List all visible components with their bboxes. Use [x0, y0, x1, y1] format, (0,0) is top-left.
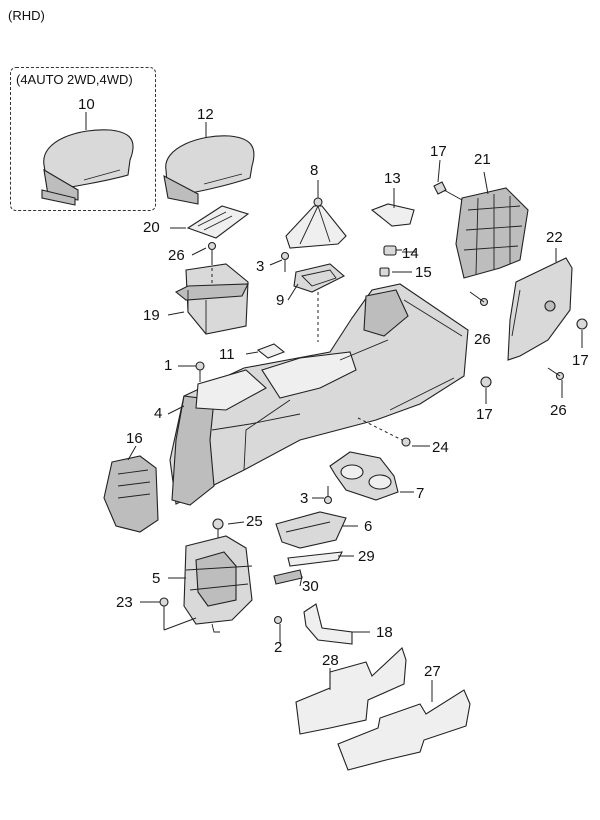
part-label-24: 24: [432, 439, 449, 456]
part-label-26-left: 26: [168, 247, 185, 264]
part-label-22: 22: [546, 229, 563, 246]
part-7-cup-holder-shape: [329, 451, 399, 501]
part-label-30: 30: [302, 578, 319, 595]
part-3-screw-lower-shape: [323, 486, 333, 505]
part-15-clip-shape: [379, 267, 390, 277]
callout-box-label: (4AUTO 2WD,4WD): [16, 72, 133, 87]
part-label-6: 6: [364, 518, 373, 535]
part-label-25: 25: [246, 513, 263, 530]
part-label-14: 14: [402, 245, 419, 262]
part-4-console-body-shape: [169, 283, 469, 506]
header-variant: (RHD): [8, 8, 45, 23]
part-18-bracket-shape: [303, 603, 353, 645]
part-26-screw-mid-shape: [469, 291, 489, 307]
part-label-3-upper: 3: [256, 258, 265, 275]
part-label-20: 20: [143, 219, 160, 236]
part-label-17-top: 17: [430, 143, 447, 160]
part-29-strip-shape: [287, 551, 343, 567]
part-label-28: 28: [322, 652, 339, 669]
part-label-5: 5: [152, 570, 161, 587]
part-label-29: 29: [358, 548, 375, 565]
part-label-17-lower: 17: [476, 406, 493, 423]
part-label-18: 18: [376, 624, 393, 641]
part-label-9: 9: [276, 292, 285, 309]
part-label-21: 21: [474, 151, 491, 168]
part-26-screw-right-shape: [547, 367, 565, 381]
auto-variant-box: [10, 67, 156, 211]
part-label-4: 4: [154, 405, 163, 422]
part-9-ring-shape: [293, 263, 345, 293]
part-17-clip-lower-shape: [480, 376, 492, 388]
part-label-1: 1: [164, 357, 173, 374]
part-12-armrest-shape: [163, 135, 255, 205]
part-21-side-panel-shape: [455, 187, 529, 279]
part-label-12: 12: [197, 106, 214, 123]
part-label-17-right: 17: [572, 352, 589, 369]
part-8-shift-boot-shape: [285, 197, 347, 249]
part-19-storage-box-shape: [174, 263, 249, 335]
part-label-23: 23: [116, 594, 133, 611]
part-20-pad-shape: [186, 205, 250, 239]
part-24-screw-shape: [357, 417, 411, 447]
part-5-shifter-base-shape: [183, 535, 253, 633]
part-1-screw-shape: [195, 361, 205, 382]
part-10-armrest-shape: [41, 129, 134, 206]
part-22-side-panel-shape: [507, 257, 573, 361]
part-16-trim-shape: [103, 455, 159, 533]
part-label-8: 8: [310, 162, 319, 179]
leader-lines: [85, 112, 583, 702]
part-2-screw-shape: [273, 615, 283, 636]
part-label-7: 7: [416, 485, 425, 502]
part-label-19: 19: [143, 307, 160, 324]
part-label-11: 11: [219, 346, 235, 363]
part-23-nut-shape: [159, 597, 169, 630]
part-label-16: 16: [126, 430, 143, 447]
part-17-clip-upper-shape: [433, 181, 447, 195]
part-14-clip-shape: [383, 245, 402, 256]
part-17-clip-right-shape: [576, 318, 588, 330]
part-11-plate-shape: [256, 343, 286, 359]
part-27-mat-shape: [337, 689, 471, 771]
part-label-2: 2: [274, 639, 283, 656]
part-label-13: 13: [384, 170, 401, 187]
part-label-10: 10: [78, 96, 95, 113]
part-label-15: 15: [415, 264, 432, 281]
part-26-screw-shape: [207, 241, 217, 262]
part-label-27: 27: [424, 663, 441, 680]
part-label-3-lower: 3: [300, 490, 309, 507]
part-13-trim-shape: [370, 203, 415, 227]
part-label-26-mid: 26: [474, 331, 491, 348]
part-6-trim-shape: [275, 511, 347, 549]
part-30-bracket-shape: [273, 569, 303, 585]
part-label-26-right: 26: [550, 402, 567, 419]
part-3-screw-upper-shape: [280, 251, 290, 272]
